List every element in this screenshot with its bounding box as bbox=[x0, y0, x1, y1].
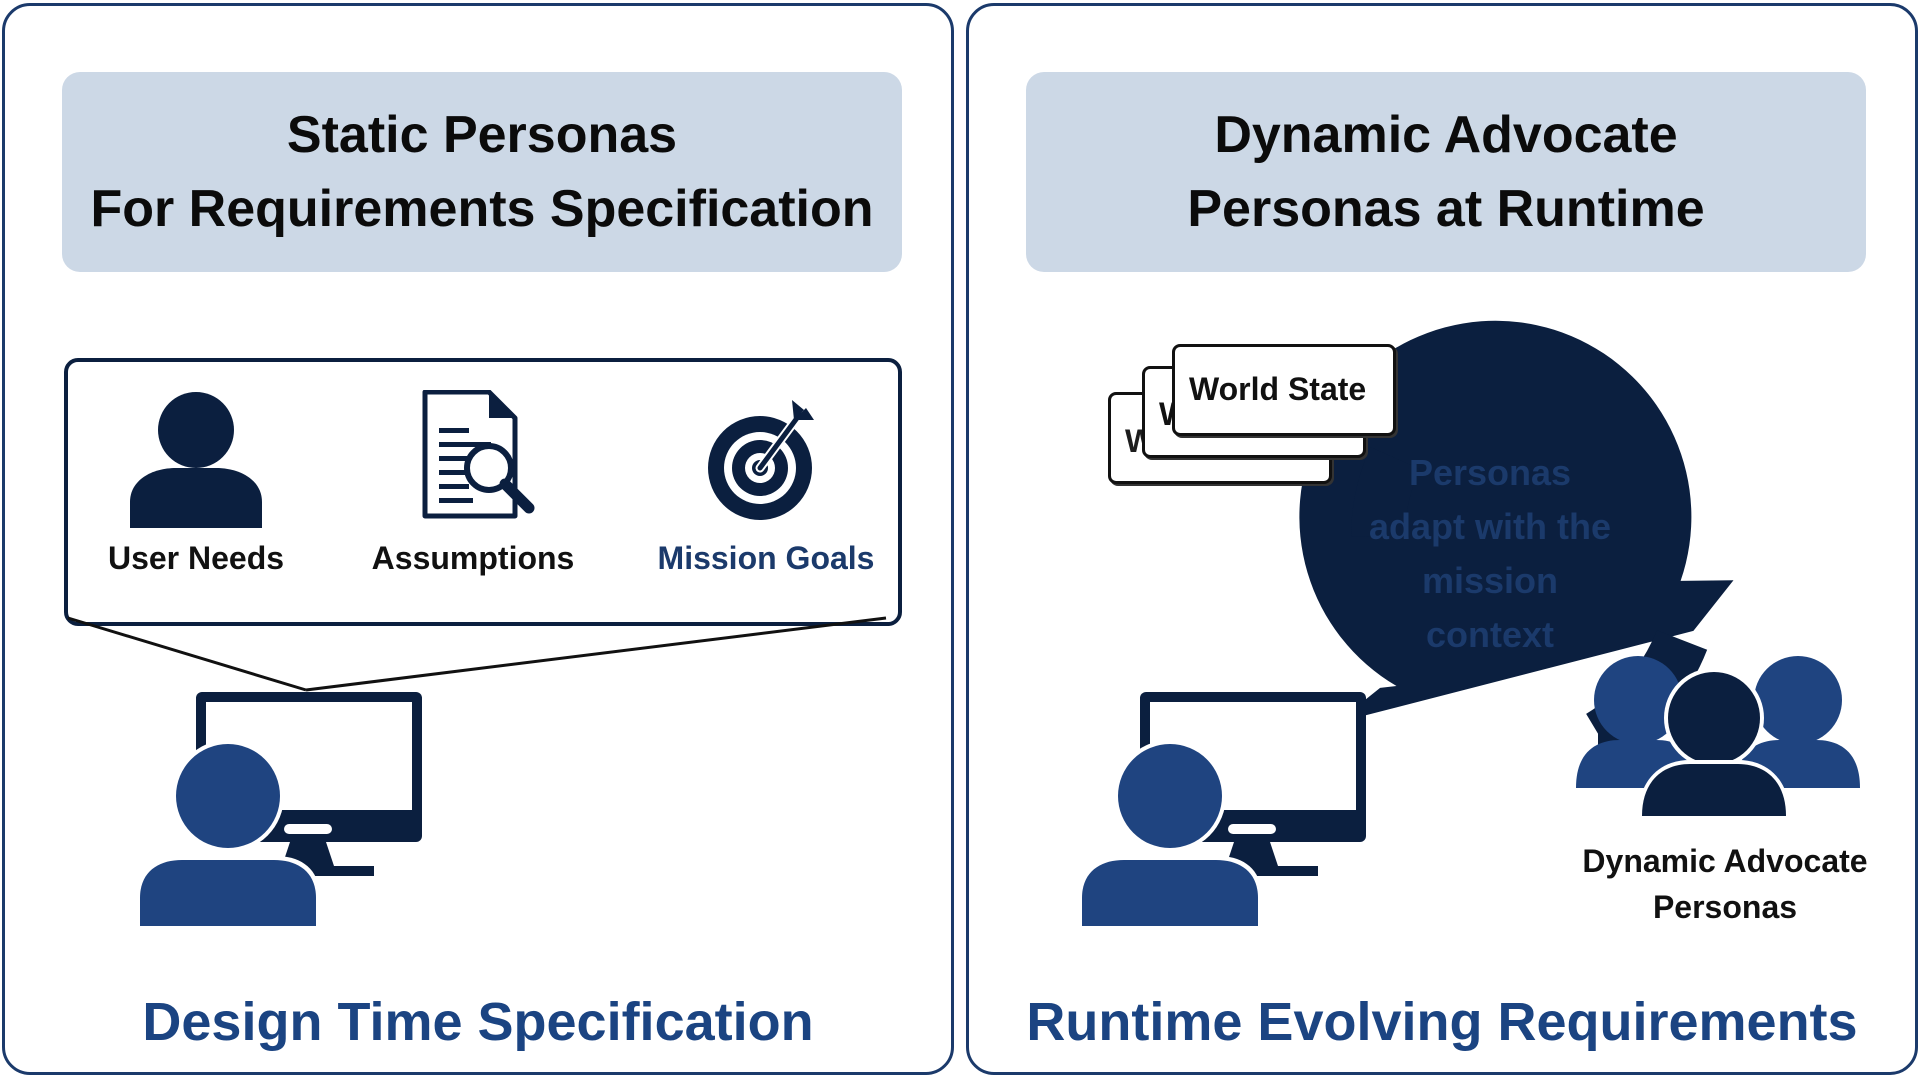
header-title-line2: For Requirements Specification bbox=[90, 180, 874, 238]
persona-contents-box: User Needs Assumptions bbox=[64, 358, 902, 626]
static-personas-header: Static Personas For Requirements Specifi… bbox=[62, 72, 902, 272]
item-label: User Needs bbox=[107, 540, 285, 576]
right-user-icon bbox=[1078, 740, 1262, 926]
design-time-footer: Design Time Specification bbox=[142, 992, 814, 1052]
world-state-card-front: World State bbox=[1172, 344, 1396, 436]
cycle-description: Personas adapt with the mission context bbox=[1320, 446, 1660, 662]
header-title-line1: Dynamic Advocate bbox=[1214, 106, 1678, 164]
item-label: Mission Goals bbox=[657, 540, 875, 576]
header-title-line1: Static Personas bbox=[286, 106, 678, 164]
caption-line: Dynamic Advocate bbox=[1582, 843, 1868, 879]
item-mission-goals: Mission Goals bbox=[636, 390, 896, 577]
left-user-icon bbox=[136, 740, 320, 926]
world-state-label: World State bbox=[1189, 371, 1367, 407]
item-user-needs: User Needs bbox=[66, 390, 326, 577]
user-icon bbox=[130, 392, 262, 528]
cycle-text-line: adapt with the bbox=[1369, 506, 1611, 547]
target-icon bbox=[708, 400, 814, 520]
cycle-text-line: context bbox=[1425, 614, 1555, 655]
dynamic-personas-header: Dynamic Advocate Personas at Runtime bbox=[1026, 72, 1866, 272]
design-time-panel: Static Personas For Requirements Specifi… bbox=[2, 3, 954, 1075]
callout-lines bbox=[67, 616, 887, 692]
caption-line: Personas bbox=[1652, 889, 1798, 925]
persona-group-icon bbox=[1576, 656, 1860, 818]
cycle-text-line: Personas bbox=[1408, 452, 1572, 493]
item-label: Assumptions bbox=[371, 540, 575, 576]
item-assumptions: Assumptions bbox=[343, 390, 603, 577]
dynamic-personas-caption: Dynamic Advocate Personas bbox=[1540, 838, 1910, 930]
cycle-text-line: mission bbox=[1421, 560, 1559, 601]
document-search-icon bbox=[422, 390, 535, 519]
header-title-line2: Personas at Runtime bbox=[1187, 180, 1705, 238]
runtime-footer: Runtime Evolving Requirements bbox=[1026, 992, 1858, 1052]
